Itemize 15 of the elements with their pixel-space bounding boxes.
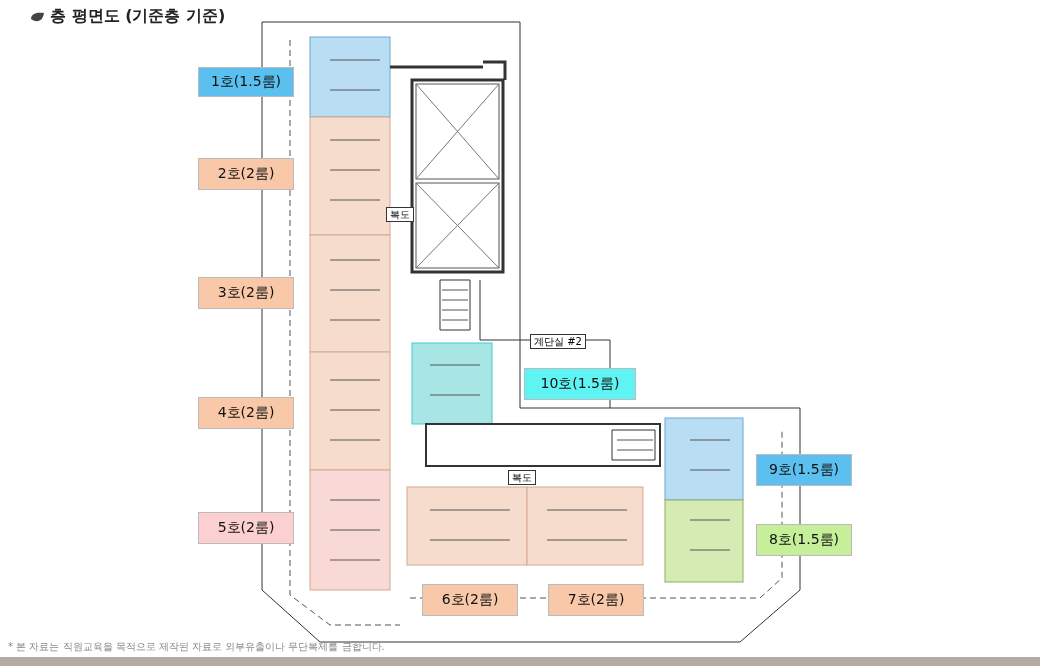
unit-label: 3호(2룸) <box>198 277 294 309</box>
unit-label: 7호(2룸) <box>548 584 644 616</box>
footnote: * 본 자료는 직원교육을 목적으로 제작된 자료로 외부유출이나 무단복제를 금합니다. <box>8 640 385 654</box>
unit-label: 4호(2룸) <box>198 397 294 429</box>
room-label: 복도 <box>508 470 536 485</box>
unit-label: 10호(1.5룸) <box>524 368 636 400</box>
unit-label: 9호(1.5룸) <box>756 454 852 486</box>
unit-label: 5호(2룸) <box>198 512 294 544</box>
unit-label: 2호(2룸) <box>198 158 294 190</box>
unit-label: 8호(1.5룸) <box>756 524 852 556</box>
unit-label: 1호(1.5룸) <box>198 67 294 97</box>
unit-label: 6호(2룸) <box>422 584 518 616</box>
room-label: 계단실 #2 <box>530 334 586 349</box>
title: 층 평면도 (기준층 기준) <box>50 6 226 27</box>
room-label: 복도 <box>386 207 414 222</box>
